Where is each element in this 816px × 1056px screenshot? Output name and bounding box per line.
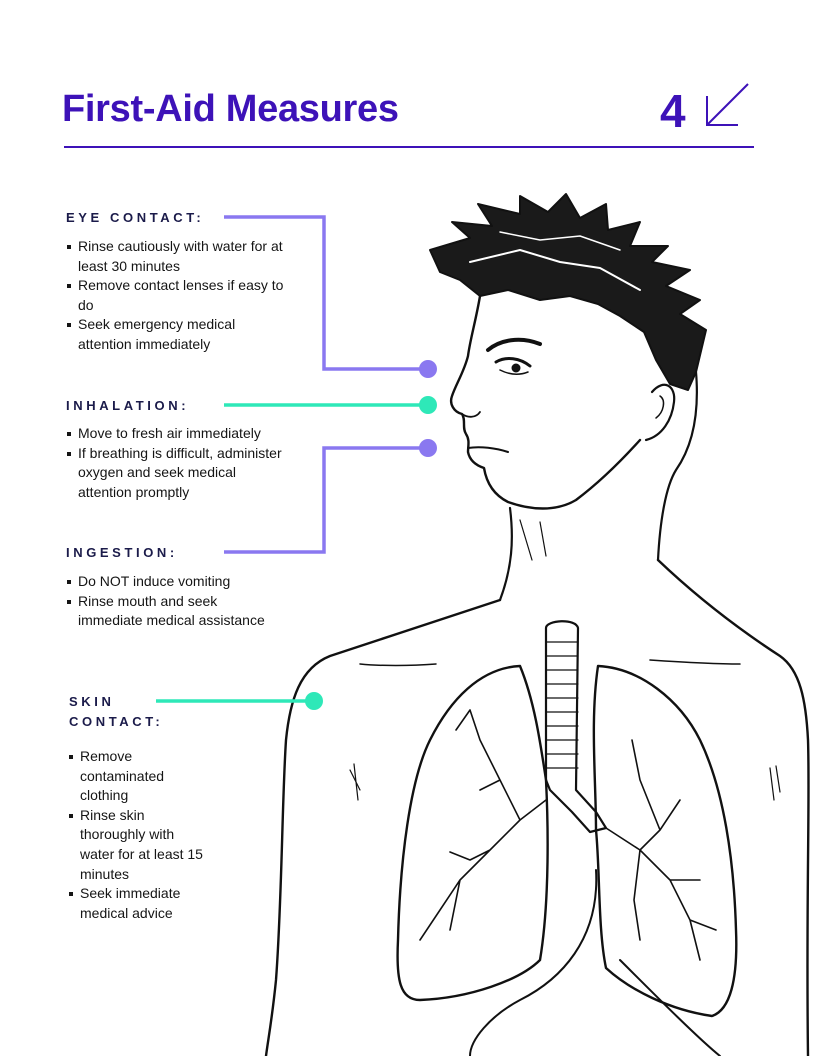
torso-outline bbox=[264, 598, 502, 1056]
trachea bbox=[544, 620, 608, 834]
ingestion-connector bbox=[224, 446, 428, 554]
stomach bbox=[469, 869, 598, 1056]
ingestion-connector-dot bbox=[419, 439, 437, 457]
left-lung bbox=[396, 664, 549, 1002]
eye-connector-dot bbox=[419, 360, 437, 378]
list-item: Seek immediate medical advice bbox=[68, 884, 208, 923]
ingestion-heading: INGESTION: bbox=[66, 545, 178, 560]
list-item: Remove contact lenses if easy to do bbox=[66, 276, 286, 315]
inhalation-heading: INHALATION: bbox=[66, 398, 190, 413]
list-item: If breathing is difficult, administer ox… bbox=[66, 444, 292, 503]
page-title: First-Aid Measures bbox=[62, 88, 399, 130]
list-item: Do NOT induce vomiting bbox=[66, 572, 266, 592]
list-item: Rinse skin thoroughly with water for at … bbox=[68, 806, 208, 884]
hair bbox=[429, 193, 707, 391]
skin-contact-heading-line2: CONTACT: bbox=[69, 714, 164, 729]
skin-contact-list: Remove contaminated clothing Rinse skin … bbox=[68, 747, 208, 923]
list-item: Seek emergency medical attention immedia… bbox=[66, 315, 286, 354]
eye-contact-list: Rinse cautiously with water for at least… bbox=[66, 237, 286, 355]
list-item: Rinse cautiously with water for at least… bbox=[66, 237, 286, 276]
skin-connector-dot bbox=[305, 692, 323, 710]
face-outline bbox=[449, 294, 642, 510]
list-item: Move to fresh air immediately bbox=[66, 424, 292, 444]
right-lung bbox=[592, 664, 738, 1018]
inhalation-connector-dot bbox=[419, 396, 437, 414]
eye-contact-heading: EYE CONTACT: bbox=[66, 210, 205, 225]
inhalation-list: Move to fresh air immediately If breathi… bbox=[66, 424, 292, 502]
page-number: 4 bbox=[660, 85, 686, 137]
ingestion-list: Do NOT induce vomiting Rinse mouth and s… bbox=[66, 572, 266, 631]
skin-contact-heading-line1: SKIN bbox=[69, 694, 115, 709]
list-item: Remove contaminated clothing bbox=[68, 747, 208, 806]
list-item: Rinse mouth and seek immediate medical a… bbox=[66, 592, 266, 631]
ear bbox=[644, 383, 676, 442]
arrow-down-left-icon bbox=[706, 83, 749, 126]
header-divider bbox=[64, 146, 754, 148]
eye-connector bbox=[224, 215, 428, 371]
